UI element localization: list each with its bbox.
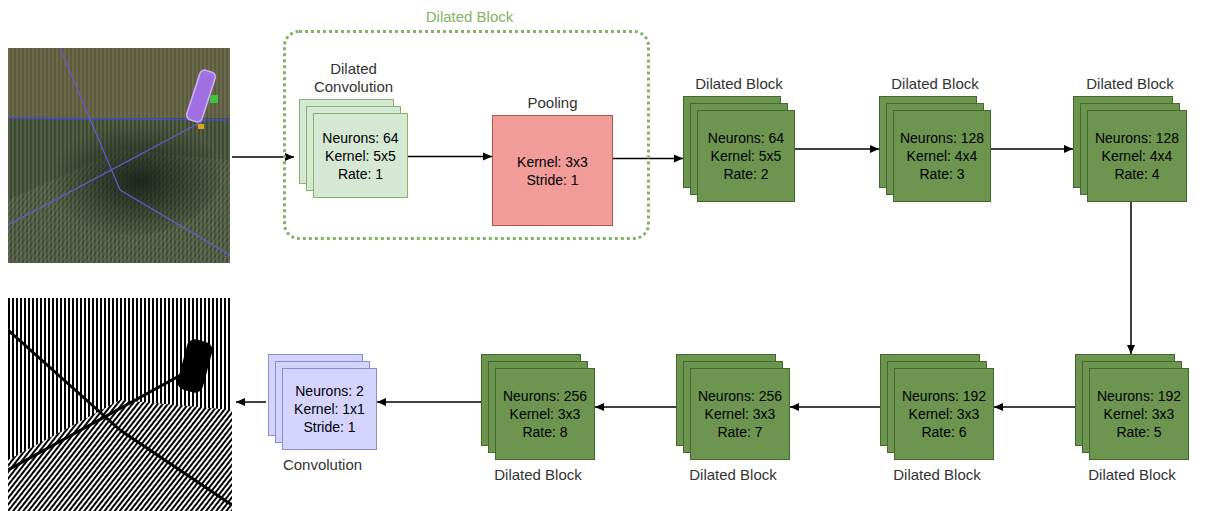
dilated-block: Neurons: 128Kernel: 4x4Rate: 3Dilated Bl… bbox=[879, 96, 991, 202]
flow-arrow bbox=[1130, 202, 1132, 354]
parameter-text: Rate: 5 bbox=[1116, 423, 1161, 441]
dilated-block: Neurons: 256Kernel: 3x3Rate: 8Dilated Bl… bbox=[481, 354, 595, 460]
box-text: Neurons: 64Kernel: 5x5Rate: 1 bbox=[313, 113, 408, 198]
parameter-text: Neurons: 256 bbox=[698, 387, 782, 405]
parameter-text: Kernel: 3x3 bbox=[909, 405, 980, 423]
parameter-text: Neurons: 192 bbox=[902, 387, 986, 405]
block-heading: Pooling bbox=[492, 94, 613, 112]
block-heading: Dilated Block bbox=[1065, 75, 1195, 93]
box-text: Neurons: 192Kernel: 3x3Rate: 6 bbox=[894, 368, 994, 460]
parameter-text: Kernel: 5x5 bbox=[711, 147, 782, 165]
parameter-text: Stride: 1 bbox=[303, 418, 355, 436]
segmentation-mask bbox=[8, 298, 232, 511]
parameter-text: Kernel: 4x4 bbox=[907, 147, 978, 165]
parameter-text: Neurons: 64 bbox=[708, 129, 784, 147]
parameter-text: Rate: 7 bbox=[717, 423, 762, 441]
output-arrow bbox=[236, 401, 266, 403]
parameter-text: Kernel: 1x1 bbox=[294, 400, 365, 418]
group-title: Dilated Block bbox=[286, 8, 653, 26]
convolution-box: Neurons: 2Kernel: 1x1Stride: 1Convolutio… bbox=[268, 354, 377, 450]
parameter-text: Neurons: 128 bbox=[900, 129, 984, 147]
parameter-text: Rate: 4 bbox=[1114, 165, 1159, 183]
flow-arrow bbox=[991, 148, 1073, 150]
flow-arrow bbox=[790, 406, 880, 408]
parameter-text: Neurons: 64 bbox=[322, 129, 398, 147]
parameter-text: Stride: 1 bbox=[526, 171, 578, 189]
block-heading: Dilated Convolution bbox=[299, 60, 409, 96]
flow-arrow bbox=[595, 406, 676, 408]
parameter-text: Kernel: 5x5 bbox=[325, 147, 396, 165]
block-heading: Dilated Block bbox=[674, 75, 804, 93]
box-text: Neurons: 128Kernel: 4x4Rate: 3 bbox=[893, 110, 991, 202]
box-text: Neurons: 192Kernel: 3x3Rate: 5 bbox=[1089, 368, 1189, 460]
box-text: Neurons: 256Kernel: 3x3Rate: 8 bbox=[495, 368, 595, 460]
block-heading: Dilated Block bbox=[872, 466, 1002, 484]
parameter-text: Rate: 3 bbox=[919, 165, 964, 183]
box-text: Neurons: 64Kernel: 5x5Rate: 2 bbox=[697, 110, 795, 202]
field-photo bbox=[8, 48, 230, 263]
flow-arrow bbox=[795, 148, 879, 150]
dilated-block: Neurons: 64Kernel: 5x5Rate: 2Dilated Blo… bbox=[683, 96, 795, 202]
parameter-text: Rate: 1 bbox=[338, 165, 383, 183]
parameter-text: Kernel: 3x3 bbox=[1104, 405, 1175, 423]
parameter-text: Neurons: 2 bbox=[295, 382, 363, 400]
parameter-text: Neurons: 256 bbox=[503, 387, 587, 405]
flow-arrow bbox=[994, 406, 1075, 408]
pooling-box: Kernel: 3x3Stride: 1Pooling bbox=[492, 115, 613, 226]
parameter-text: Kernel: 3x3 bbox=[510, 405, 581, 423]
parameter-text: Kernel: 4x4 bbox=[1102, 147, 1173, 165]
parameter-text: Rate: 6 bbox=[921, 423, 966, 441]
box-text: Kernel: 3x3Stride: 1 bbox=[492, 115, 613, 226]
dilated-block: Neurons: 192Kernel: 3x3Rate: 5Dilated Bl… bbox=[1075, 354, 1189, 460]
block-heading: Convolution bbox=[258, 456, 388, 474]
box-text: Neurons: 256Kernel: 3x3Rate: 7 bbox=[690, 368, 790, 460]
dilated-block: Neurons: 192Kernel: 3x3Rate: 6Dilated Bl… bbox=[880, 354, 994, 460]
parameter-text: Kernel: 3x3 bbox=[517, 153, 588, 171]
dilated-convolution: Neurons: 64Kernel: 5x5Rate: 1Dilated Con… bbox=[299, 99, 408, 198]
parameter-text: Rate: 2 bbox=[723, 165, 768, 183]
dilated-block: Neurons: 128Kernel: 4x4Rate: 4Dilated Bl… bbox=[1073, 96, 1187, 202]
parameter-text: Neurons: 192 bbox=[1097, 387, 1181, 405]
block-heading: Dilated Block bbox=[870, 75, 1000, 93]
box-outline bbox=[492, 115, 613, 226]
parameter-text: Kernel: 3x3 bbox=[705, 405, 776, 423]
flow-arrow bbox=[377, 401, 481, 403]
dilated-block: Neurons: 256Kernel: 3x3Rate: 7Dilated Bl… bbox=[676, 354, 790, 460]
block-heading: Dilated Block bbox=[473, 466, 603, 484]
parameter-text: Neurons: 128 bbox=[1095, 129, 1179, 147]
flow-arrow bbox=[408, 156, 492, 158]
block-heading: Dilated Block bbox=[1067, 466, 1197, 484]
box-text: Neurons: 128Kernel: 4x4Rate: 4 bbox=[1087, 110, 1187, 202]
box-text: Neurons: 2Kernel: 1x1Stride: 1 bbox=[282, 368, 377, 450]
dilated-block-group: Dilated BlockNeurons: 64Kernel: 5x5Rate:… bbox=[283, 30, 650, 240]
block-heading: Dilated Block bbox=[668, 466, 798, 484]
parameter-text: Rate: 8 bbox=[522, 423, 567, 441]
